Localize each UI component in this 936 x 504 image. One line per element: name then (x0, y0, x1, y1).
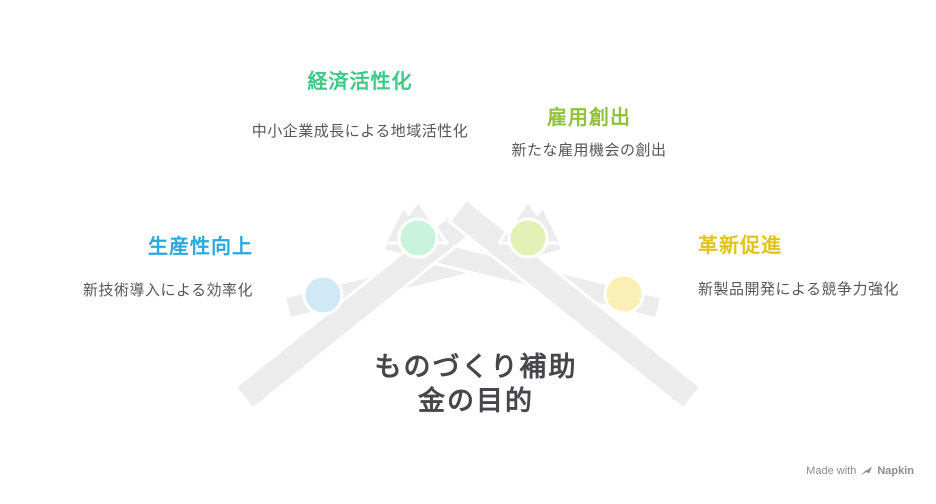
node-title-economy: 経済活性化 (307, 71, 413, 93)
node-title-employment: 雇用創出 (547, 107, 631, 129)
node-title-innovation: 革新促進 (698, 235, 782, 257)
watermark-made-with-label: Made with (806, 465, 857, 477)
node-dot-economy (397, 217, 439, 259)
node-desc-economy: 中小企業成長による地域活性化 (251, 123, 469, 140)
node-dot-productivity (302, 274, 344, 316)
napkin-watermark[interactable]: Made with Napkin (806, 465, 914, 477)
napkin-logo-icon (860, 466, 873, 476)
node-dot-employment (507, 217, 549, 259)
diagram-title: ものづくり補助 金の目的 (375, 350, 578, 418)
arch-right-leg (447, 197, 703, 412)
node-desc-innovation: 新製品開発による競争力強化 (698, 281, 900, 298)
node-title-productivity: 生産性向上 (148, 236, 253, 258)
node-desc-employment: 新たな雇用機会の創出 (511, 142, 667, 159)
diagram-title-line2: 金の目的 (418, 386, 534, 416)
node-desc-productivity: 新技術導入による効率化 (82, 282, 253, 299)
node-dot-innovation (603, 273, 645, 315)
watermark-brand-label: Napkin (877, 465, 914, 477)
diagram-title-line1: ものづくり補助 (374, 352, 578, 382)
